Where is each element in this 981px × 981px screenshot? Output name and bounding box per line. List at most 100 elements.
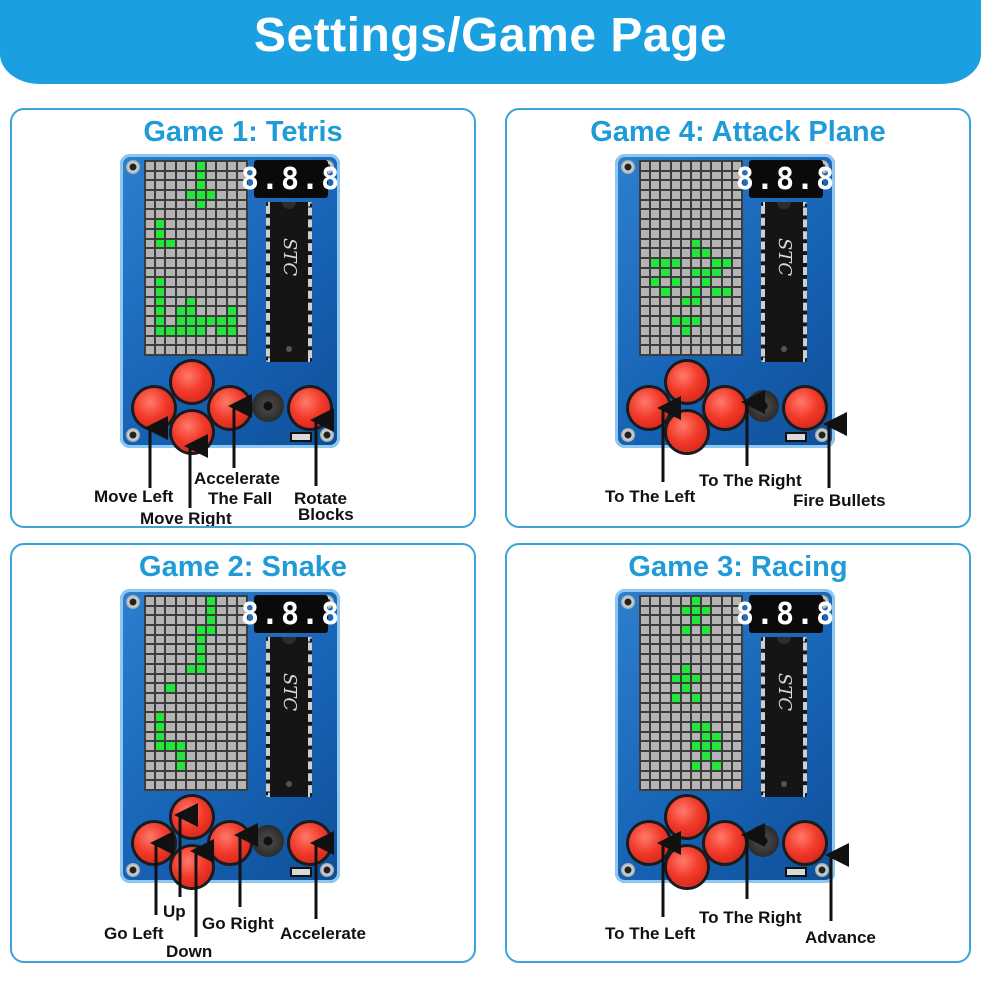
led-pixel bbox=[196, 239, 206, 248]
power-switch[interactable] bbox=[290, 432, 312, 442]
led-pixel bbox=[681, 664, 690, 673]
led-pixel bbox=[196, 210, 206, 219]
down-button[interactable] bbox=[667, 847, 707, 887]
led-pixel bbox=[146, 191, 155, 199]
led-pixel bbox=[186, 752, 195, 760]
action-button[interactable] bbox=[785, 823, 825, 863]
led-pixel bbox=[207, 703, 216, 712]
up-button[interactable] bbox=[172, 797, 212, 837]
led-pixel bbox=[166, 616, 175, 625]
chip-dot bbox=[781, 781, 787, 787]
led-pixel bbox=[217, 258, 226, 267]
microcontroller-chip: STC bbox=[266, 637, 312, 797]
led-pixel bbox=[227, 674, 236, 683]
led-pixel bbox=[156, 268, 165, 277]
power-switch[interactable] bbox=[785, 867, 807, 877]
led-pixel bbox=[691, 674, 701, 683]
led-pixel bbox=[227, 278, 236, 287]
led-pixel bbox=[217, 162, 226, 170]
led-pixel bbox=[681, 713, 690, 722]
led-pixel bbox=[146, 288, 155, 296]
power-switch[interactable] bbox=[785, 432, 807, 442]
led-pixel bbox=[217, 210, 226, 219]
left-button[interactable] bbox=[134, 388, 174, 428]
led-pixel bbox=[732, 626, 741, 634]
led-pixel bbox=[207, 307, 216, 316]
down-button[interactable] bbox=[172, 847, 212, 887]
led-pixel bbox=[166, 317, 175, 325]
led-pixel bbox=[237, 336, 246, 345]
left-button[interactable] bbox=[629, 388, 669, 428]
left-button[interactable] bbox=[629, 823, 669, 863]
led-pixel bbox=[196, 626, 206, 634]
led-pixel bbox=[176, 346, 185, 354]
led-pixel bbox=[196, 346, 206, 354]
led-pixel bbox=[176, 181, 185, 190]
led-pixel bbox=[722, 317, 731, 325]
led-pixel bbox=[691, 268, 701, 277]
led-pixel bbox=[681, 645, 690, 654]
led-pixel bbox=[156, 278, 165, 287]
up-button[interactable] bbox=[667, 797, 707, 837]
led-pixel bbox=[146, 181, 155, 190]
led-pixel bbox=[237, 307, 246, 316]
led-pixel bbox=[702, 278, 711, 287]
led-pixel bbox=[702, 752, 711, 760]
led-pixel bbox=[661, 742, 670, 751]
led-pixel bbox=[712, 278, 721, 287]
action-button[interactable] bbox=[290, 823, 330, 863]
left-button[interactable] bbox=[134, 823, 174, 863]
led-pixel bbox=[237, 268, 246, 277]
led-pixel bbox=[186, 200, 195, 209]
led-pixel bbox=[196, 191, 206, 199]
led-pixel bbox=[681, 336, 690, 345]
label-up: Up bbox=[163, 902, 186, 921]
up-button[interactable] bbox=[172, 362, 212, 402]
led-pixel bbox=[186, 249, 195, 257]
led-pixel bbox=[722, 693, 731, 702]
led-pixel bbox=[681, 249, 690, 257]
led-pixel bbox=[196, 317, 206, 325]
led-pixel bbox=[207, 171, 216, 180]
led-pixel bbox=[217, 664, 226, 673]
led-pixel bbox=[651, 278, 660, 287]
led-pixel bbox=[702, 703, 711, 712]
action-button[interactable] bbox=[290, 388, 330, 428]
led-pixel bbox=[661, 210, 670, 219]
led-pixel bbox=[671, 278, 680, 287]
led-pixel bbox=[651, 268, 660, 277]
label-fire-bullets: Fire Bullets bbox=[793, 491, 886, 510]
led-pixel bbox=[641, 616, 650, 625]
led-pixel bbox=[207, 191, 216, 199]
action-button[interactable] bbox=[785, 388, 825, 428]
right-button[interactable] bbox=[210, 388, 250, 428]
label-accelerate: Accelerate bbox=[280, 924, 367, 943]
led-pixel bbox=[712, 210, 721, 219]
led-pixel bbox=[712, 336, 721, 345]
led-pixel bbox=[166, 771, 175, 780]
led-pixel bbox=[661, 674, 670, 683]
game-console: 8.8.8 STC bbox=[120, 589, 340, 887]
led-pixel bbox=[207, 229, 216, 238]
led-pixel bbox=[237, 249, 246, 257]
power-switch[interactable] bbox=[290, 867, 312, 877]
led-pixel bbox=[722, 297, 731, 306]
led-pixel bbox=[661, 171, 670, 180]
right-button[interactable] bbox=[705, 388, 745, 428]
led-pixel bbox=[217, 297, 226, 306]
right-button[interactable] bbox=[210, 823, 250, 863]
up-button[interactable] bbox=[667, 362, 707, 402]
led-pixel bbox=[691, 616, 701, 625]
down-button[interactable] bbox=[667, 412, 707, 452]
led-pixel bbox=[661, 693, 670, 702]
led-pixel bbox=[641, 597, 650, 605]
led-pixel bbox=[661, 723, 670, 731]
right-button[interactable] bbox=[705, 823, 745, 863]
led-pixel bbox=[712, 307, 721, 316]
led-pixel bbox=[702, 635, 711, 644]
led-pixel bbox=[702, 597, 711, 605]
led-pixel bbox=[681, 674, 690, 683]
down-button[interactable] bbox=[172, 412, 212, 452]
led-pixel bbox=[732, 616, 741, 625]
led-pixel bbox=[207, 288, 216, 296]
